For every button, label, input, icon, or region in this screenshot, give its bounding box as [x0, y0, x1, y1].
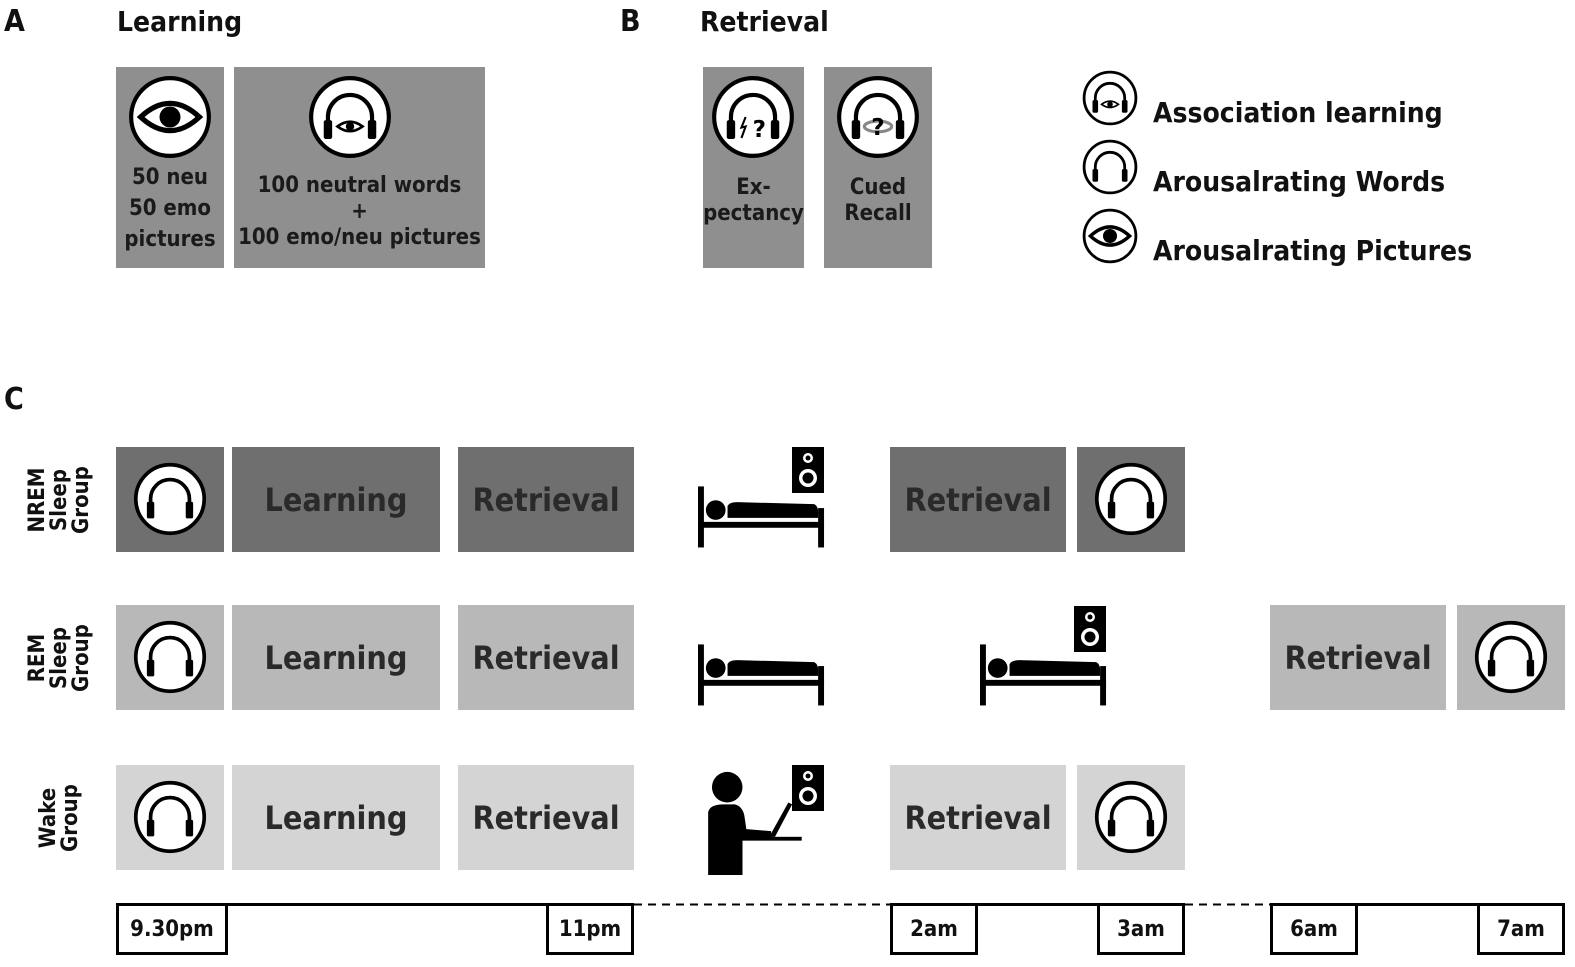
legend-headphones-icon [1082, 139, 1138, 195]
rem-arousal-words-2-box [1457, 605, 1565, 710]
time-label-6am: 6am [1270, 903, 1358, 955]
rem-retrieval-2-box: Retrieval [1270, 605, 1446, 710]
speaker-icon [791, 764, 825, 812]
cued-recall-line-2: Recall [844, 201, 912, 226]
nrem-retrieval-2-box: Retrieval [890, 447, 1066, 552]
cued-recall-line-1: Cued [849, 175, 907, 200]
headphones-question-ring-icon [836, 75, 920, 159]
expectancy-line-2: pectancy [703, 201, 804, 226]
learning-association-line-1: 100 neutral words [257, 173, 462, 198]
group-label-nrem: NREM Sleep Group [25, 466, 94, 534]
wake-learning-label: Learning [264, 798, 408, 837]
wake-arousal-words-2-box [1077, 765, 1185, 870]
wake-retrieval-label: Retrieval [472, 798, 620, 837]
nrem-retrieval-box: Retrieval [458, 447, 634, 552]
time-label-3am: 3am [1097, 903, 1185, 955]
headphones-icon [1094, 780, 1168, 854]
eye-icon [128, 75, 212, 159]
headphones-icon [133, 462, 207, 536]
panel-b-letter: B [620, 4, 641, 39]
rem-learning-label: Learning [264, 638, 408, 677]
learning-pictures-line-3: pictures [124, 227, 216, 252]
rem-learning-box: Learning [232, 605, 440, 710]
legend-arousalrating-words: Arousalrating Words [1153, 165, 1446, 198]
wake-arousal-words-box [116, 765, 224, 870]
learning-pictures-line-2: 50 emo [128, 196, 212, 221]
nrem-learning-box: Learning [232, 447, 440, 552]
panel-b-title: Retrieval [700, 5, 829, 38]
time-label-7am: 7am [1477, 903, 1565, 955]
headphones-icon [133, 620, 207, 694]
nrem-arousal-words-2-box [1077, 447, 1185, 552]
expectancy-line-1: Ex- [736, 175, 771, 200]
rem-retrieval-label: Retrieval [472, 638, 620, 677]
wake-retrieval-2-label: Retrieval [904, 798, 1052, 837]
time-label-11pm: 11pm [546, 903, 634, 955]
speaker-icon [791, 446, 825, 494]
nrem-retrieval-2-label: Retrieval [904, 480, 1052, 519]
rem-retrieval-2-label: Retrieval [1284, 638, 1432, 677]
nrem-retrieval-label: Retrieval [472, 480, 620, 519]
time-label-9-30pm: 9.30pm [116, 903, 228, 955]
rem-retrieval-box: Retrieval [458, 605, 634, 710]
retrieval-expectancy-box: Ex- pectancy [703, 67, 804, 268]
group-label-wake: Wake Group [36, 784, 83, 852]
learning-association-line-2: + [351, 199, 368, 224]
time-label-2am: 2am [890, 903, 978, 955]
learning-association-line-3: 100 emo/neu pictures [238, 225, 481, 250]
speaker-icon [1073, 605, 1107, 653]
legend-association-learning: Association learning [1153, 96, 1443, 129]
legend-headphones-eye-icon [1082, 70, 1138, 126]
panel-c-letter: C [4, 382, 24, 417]
wake-learning-box: Learning [232, 765, 440, 870]
legend-arousalrating-pictures: Arousalrating Pictures [1153, 234, 1473, 267]
headphones-icon [133, 780, 207, 854]
headphones-icon [1474, 620, 1548, 694]
learning-pictures-line-1: 50 neu [131, 165, 209, 190]
wake-retrieval-box: Retrieval [458, 765, 634, 870]
headphones-eye-icon [308, 75, 392, 159]
rem-arousal-words-box [116, 605, 224, 710]
bed-icon [698, 636, 826, 706]
panel-a-title: Learning [117, 5, 243, 38]
nrem-learning-label: Learning [264, 480, 408, 519]
learning-association-box: 100 neutral words + 100 emo/neu pictures [234, 67, 485, 268]
group-label-rem: REM Sleep Group [25, 624, 94, 692]
headphones-question-lightning-icon [711, 75, 795, 159]
nrem-arousal-words-box [116, 447, 224, 552]
legend-eye-icon [1082, 208, 1138, 264]
wake-retrieval-2-box: Retrieval [890, 765, 1066, 870]
headphones-icon [1094, 462, 1168, 536]
retrieval-cued-recall-box: Cued Recall [824, 67, 932, 268]
panel-a-letter: A [4, 4, 25, 39]
learning-pictures-box: 50 neu 50 emo pictures [116, 67, 224, 268]
